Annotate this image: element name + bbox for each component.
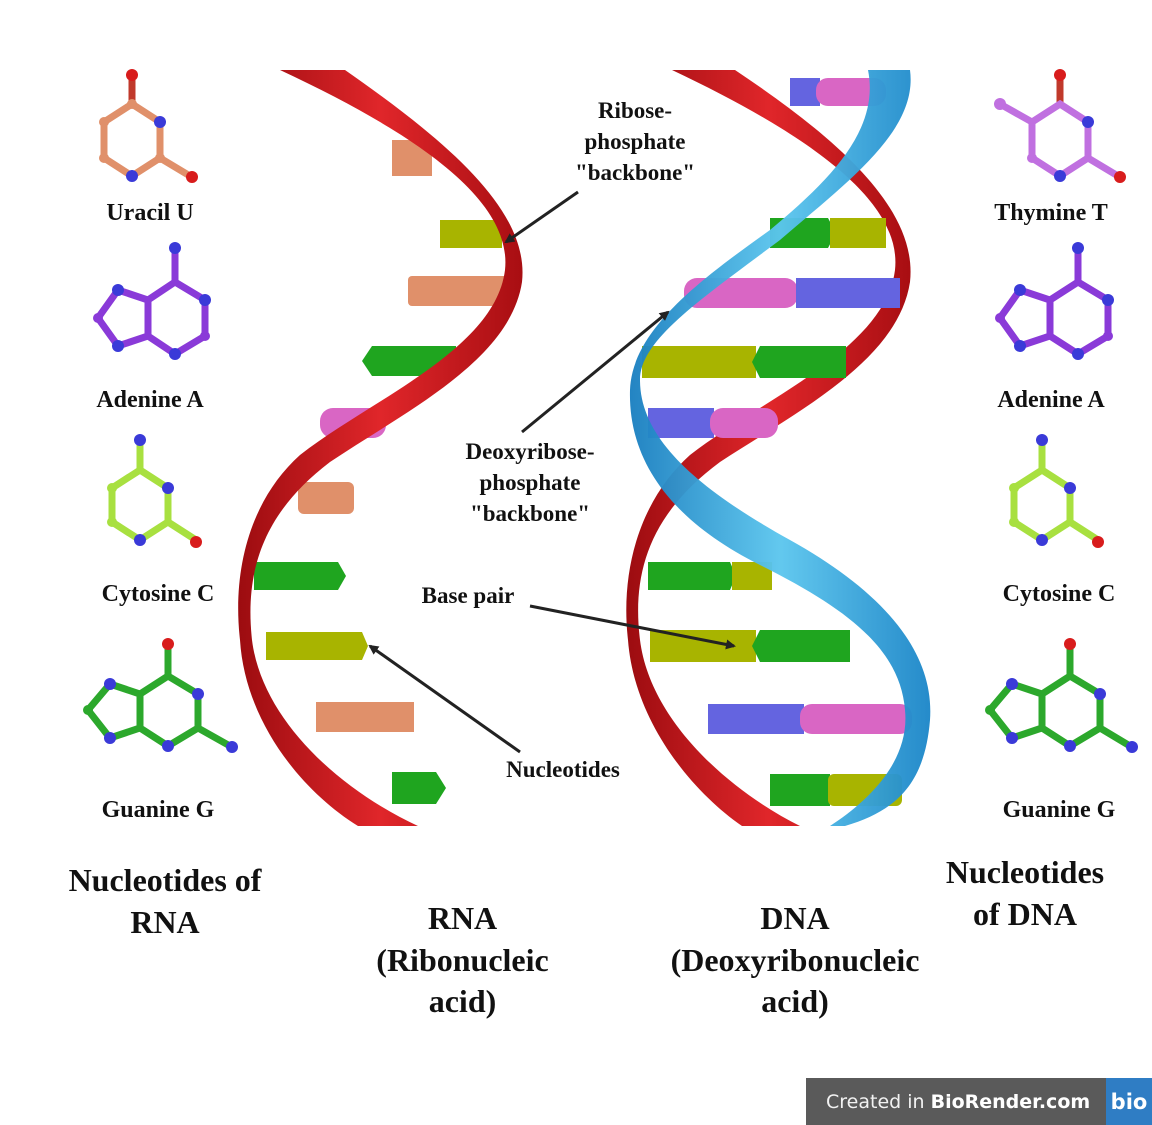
ribose-backbone-label: Ribose- phosphate "backbone" bbox=[574, 98, 696, 186]
base-pair-arrow bbox=[529, 604, 736, 650]
uracil-label: Uracil U bbox=[106, 200, 194, 226]
dna-base-cytosine bbox=[650, 630, 756, 662]
cytosine-molecule bbox=[107, 434, 202, 548]
base-pair-label: Base pair bbox=[421, 583, 515, 608]
guanine-molecule bbox=[985, 638, 1138, 753]
dna-base-adenine bbox=[770, 774, 830, 806]
dna-base-adenine bbox=[752, 346, 846, 378]
rna-base-cytosine bbox=[440, 220, 502, 248]
uracil-molecule bbox=[99, 69, 198, 183]
rna-base-uracil bbox=[408, 276, 512, 306]
nucleotides-arrow bbox=[368, 644, 521, 754]
guanine-molecule bbox=[83, 638, 238, 753]
dna-nucleotides-heading: Nucleotides of DNA bbox=[945, 854, 1105, 932]
adenine-label: Adenine A bbox=[997, 387, 1105, 413]
rna-nucleotides-heading: Nucleotides of RNA bbox=[68, 862, 262, 940]
deoxyribose-backbone-label: Deoxyribose- phosphate "backbone" bbox=[465, 439, 595, 527]
adenine-molecule bbox=[995, 242, 1114, 360]
deoxyribose-arrow bbox=[521, 310, 670, 434]
dna-base-thymine bbox=[790, 78, 820, 106]
ribose-arrow bbox=[504, 190, 579, 244]
rna-base-cytosine bbox=[266, 632, 368, 660]
thymine-label: Thymine T bbox=[994, 200, 1108, 226]
dna-base-thymine bbox=[708, 704, 804, 734]
adenine-molecule bbox=[93, 242, 211, 360]
dna-base-guanine bbox=[710, 408, 778, 438]
cytosine-label: Cytosine C bbox=[1002, 581, 1116, 607]
biorender-credit: Created in BioRender.com bbox=[826, 1090, 1091, 1113]
dna-base-guanine bbox=[800, 704, 912, 734]
dna-base-thymine bbox=[796, 278, 900, 308]
dna-heading: DNA (Deoxyribonucleic acid) bbox=[670, 900, 920, 1020]
rna-base-uracil bbox=[298, 482, 354, 514]
cytosine-label: Cytosine C bbox=[101, 581, 215, 607]
dna-base-adenine bbox=[648, 562, 736, 590]
adenine-label: Adenine A bbox=[96, 387, 204, 413]
dna-backbone-blue bbox=[629, 70, 931, 826]
dna-base-thymine bbox=[648, 408, 714, 438]
rna-helix bbox=[238, 70, 523, 826]
thymine-molecule bbox=[994, 69, 1126, 183]
biorender-logo: bio bbox=[1106, 1078, 1152, 1125]
dna-base-guanine bbox=[816, 78, 886, 106]
dna-base-cytosine bbox=[642, 346, 756, 378]
rna-base-adenine bbox=[254, 562, 346, 590]
cytosine-molecule bbox=[1009, 434, 1104, 548]
annotation-arrows bbox=[368, 190, 736, 754]
guanine-label: Guanine G bbox=[101, 797, 215, 823]
rna-heading: RNA (Ribonucleic acid) bbox=[376, 900, 549, 1020]
dna-base-cytosine bbox=[830, 218, 886, 248]
rna-base-uracil bbox=[316, 702, 414, 732]
rna-base-adenine bbox=[392, 772, 446, 804]
dna-base-adenine bbox=[752, 630, 850, 662]
dna-helix bbox=[626, 70, 931, 826]
biorender-badge[interactable]: Created in BioRender.com bio bbox=[806, 1078, 1152, 1125]
guanine-label: Guanine G bbox=[1002, 797, 1116, 823]
nucleotides-label: Nucleotides bbox=[506, 757, 620, 782]
